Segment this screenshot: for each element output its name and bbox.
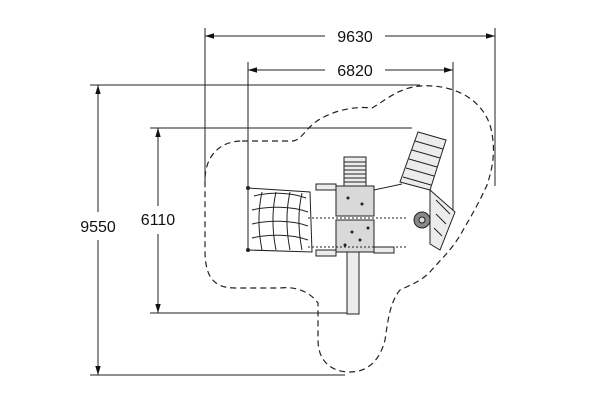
right-ramp [429,188,456,251]
dimension-inner-depth: 6110 [141,127,412,314]
dimension-overall-depth: 9550 [80,84,420,376]
dimension-overall-width: 9630 [204,28,496,186]
slide-post [346,251,360,315]
dimension-inner-width: 6820 [247,62,454,212]
dim-label-inner-depth: 6110 [141,212,176,229]
safety-zone-outline [204,85,495,373]
side-panel-bottom-right [373,246,395,254]
dim-label-overall-width: 9630 [337,29,373,46]
deck-platform-top [335,185,375,217]
rope-bridge [308,217,408,248]
angled-ladder [373,131,447,191]
top-ladder [343,156,367,188]
steering-wheel-icon [413,211,431,229]
side-panel-top-left [315,183,337,191]
deck-platform-bottom [335,219,375,253]
side-panel-bottom-left [315,249,337,257]
dim-label-inner-width: 6820 [337,63,373,80]
climbing-net [246,186,313,253]
dim-label-overall-depth: 9550 [80,219,116,236]
central-deck [335,185,375,253]
